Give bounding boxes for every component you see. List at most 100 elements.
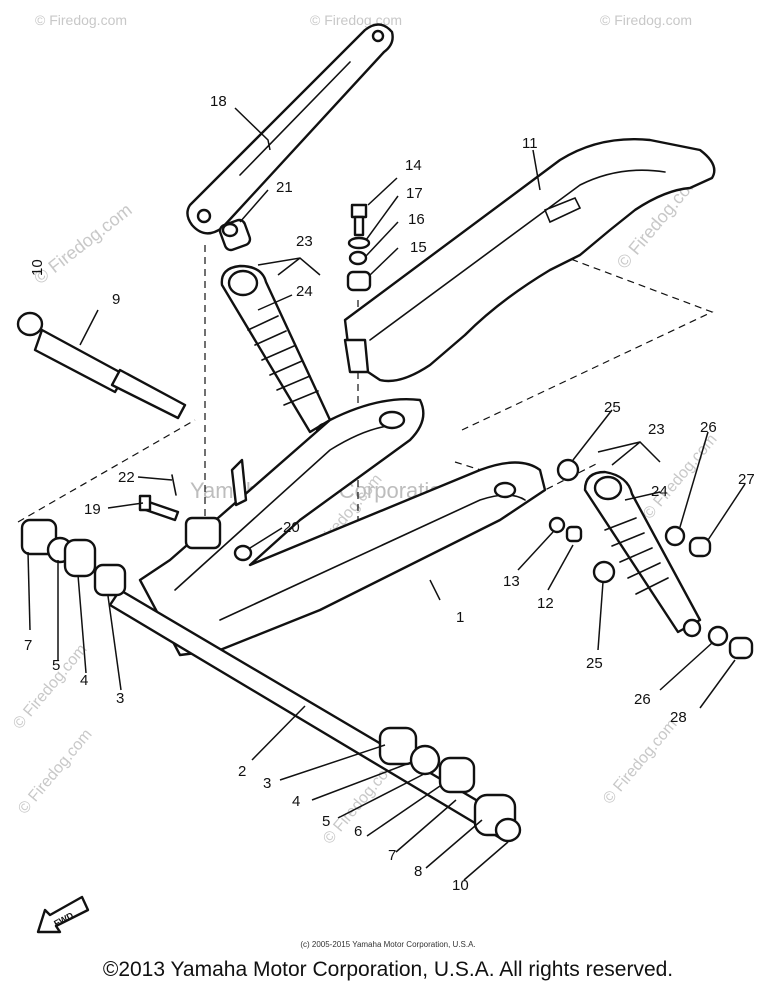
cap-nut-28 (728, 636, 754, 660)
swing-arm (138, 398, 547, 657)
callout-5-right: 5 (322, 813, 330, 830)
swing-arm-tab (230, 458, 248, 507)
washer (347, 236, 371, 250)
callout-25-upper: 25 (604, 399, 621, 416)
copyright-main: ©2013 Yamaha Motor Corporation, U.S.A. A… (102, 958, 674, 981)
fwd-arrow: FWD (36, 895, 90, 934)
leader-7-left (27, 551, 31, 631)
leader-4-left (77, 574, 87, 674)
leader-17 (365, 195, 399, 241)
swing-arm-body (138, 398, 547, 657)
chain-guard-bracket (343, 338, 370, 374)
swing-arm-slot-upper (378, 410, 406, 430)
chain-guard-ridge (369, 169, 666, 341)
cotter-pin (171, 474, 177, 496)
callout-4-right: 4 (292, 793, 300, 810)
dash-line-right-upper (461, 254, 714, 431)
shock-fasteners (548, 458, 754, 660)
oil-seal-left (63, 538, 97, 578)
callout-3-left: 3 (116, 690, 124, 707)
callout-24-left: 24 (296, 283, 313, 300)
shock-right-eye (593, 475, 623, 501)
leader-6 (366, 785, 441, 837)
washer-right (409, 744, 441, 776)
callout-24-right: 24 (651, 483, 668, 500)
leader-18 (234, 107, 271, 151)
pivot-shaft (16, 311, 187, 420)
leader-27 (707, 483, 746, 541)
link-rod-body (186, 23, 394, 235)
callout-25-lower: 25 (586, 655, 603, 672)
leader-13 (517, 531, 554, 571)
leader-20 (249, 527, 283, 549)
pivot-axle (108, 588, 512, 840)
callout-15: 15 (410, 239, 427, 256)
pivot-axle-assembly (20, 518, 522, 843)
callout-3-right: 3 (263, 775, 271, 792)
swing-arm-slot-lower (493, 481, 517, 499)
watermark-tc: © Firedog.com (310, 12, 402, 28)
watermark-low-left: © Firedog.com (10, 641, 91, 732)
callout-22: 22 (118, 469, 135, 486)
callout-26-lower: 26 (634, 691, 651, 708)
leader-19 (107, 502, 144, 509)
leader-24-left (257, 294, 293, 311)
callout-4-left: 4 (80, 672, 88, 689)
callout-2: 2 (238, 763, 246, 780)
link-fasteners (138, 474, 253, 562)
callout-10-bottom: 10 (452, 877, 469, 894)
link-bushing (218, 218, 252, 252)
leader-25-upper (572, 409, 613, 461)
link-rod-hole-bottom (196, 208, 212, 224)
callout-21: 21 (276, 179, 293, 196)
chain-guard-body (343, 138, 716, 383)
dash-line-left (17, 419, 196, 523)
watermark-right-mid: © Firedog.com (640, 431, 721, 522)
bolt-head (350, 203, 368, 219)
shock-absorber-right (583, 470, 702, 638)
leader-8 (425, 819, 483, 869)
collar (346, 270, 372, 292)
leader-lines (27, 107, 746, 881)
leader-9 (79, 309, 99, 346)
callout-12: 12 (537, 595, 554, 612)
link-nut (233, 544, 253, 562)
dash-line-right-lower (454, 461, 601, 491)
callout-11: 11 (522, 135, 538, 152)
callout-18: 18 (210, 93, 227, 110)
leader-23-left (257, 257, 321, 276)
pivot-shaft-lower (110, 368, 187, 420)
chain-guard (343, 138, 716, 383)
watermark-bottom-left: © Firedog.com (15, 726, 96, 817)
link-rod-edge (239, 61, 351, 176)
leader-25-lower (597, 581, 604, 651)
leader-2 (251, 705, 306, 761)
leader-26-upper (679, 431, 709, 528)
bolt-shank (353, 215, 365, 237)
washer-25-lower (592, 560, 616, 584)
guard-fasteners (346, 203, 372, 292)
leader-7-right (395, 799, 457, 853)
leader-24-right (624, 491, 661, 501)
leader-10-bottom (463, 841, 509, 881)
fwd-arrow-icon (36, 895, 90, 934)
callout-26-upper: 26 (700, 419, 717, 436)
leader-23-right (597, 441, 661, 466)
chain-guard-slot (543, 196, 582, 224)
callout-10-top: 10 (29, 259, 46, 276)
watermark-bottom-right: © Firedog.com (600, 716, 681, 807)
leader-3-left (107, 595, 122, 691)
washer-26-upper (664, 525, 686, 547)
shock-absorber-left (220, 264, 335, 442)
callout-6: 6 (354, 823, 362, 840)
torque-link-rod (186, 23, 394, 235)
link-bracket (184, 516, 222, 550)
shock-left-eye (227, 269, 259, 297)
callout-7-left: 7 (24, 637, 32, 654)
copyright-small: (c) 2005-2015 Yamaha Motor Corporation, … (300, 940, 476, 949)
washer-26-lower (707, 625, 729, 647)
shock-left-body (220, 264, 332, 434)
bushing-left (93, 563, 127, 597)
